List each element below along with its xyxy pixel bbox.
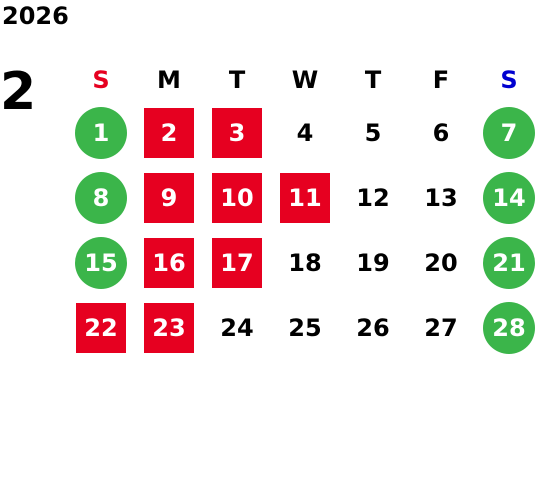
day-18[interactable]: 18 — [288, 248, 322, 277]
day-4[interactable]: 4 — [296, 118, 314, 147]
day-20[interactable]: 20 — [424, 248, 458, 277]
day-7[interactable]: 7 — [483, 106, 535, 159]
day-6[interactable]: 6 — [432, 118, 450, 147]
day-cell: 28 — [475, 295, 543, 360]
day-cell: 21 — [475, 230, 543, 295]
day-cell: 3 — [203, 100, 271, 165]
day-26[interactable]: 26 — [356, 313, 390, 342]
day-16[interactable]: 16 — [144, 237, 194, 288]
day-27[interactable]: 27 — [424, 313, 458, 342]
day-8[interactable]: 8 — [75, 171, 127, 224]
day-cell: 6 — [407, 100, 475, 165]
day-cell: 24 — [203, 295, 271, 360]
day-cell: 26 — [339, 295, 407, 360]
day-15[interactable]: 15 — [75, 236, 127, 289]
weekday-mon: M — [157, 66, 181, 94]
day-cell: 19 — [339, 230, 407, 295]
day-cell: 13 — [407, 165, 475, 230]
day-cell: 16 — [135, 230, 203, 295]
day-1[interactable]: 1 — [75, 106, 127, 159]
day-cell: 1 — [67, 100, 135, 165]
day-5[interactable]: 5 — [364, 118, 382, 147]
day-cell: 27 — [407, 295, 475, 360]
weekday-sat: S — [500, 66, 518, 94]
weekday-wed: W — [291, 66, 319, 94]
day-cell: 11 — [271, 165, 339, 230]
day-cell: 25 — [271, 295, 339, 360]
day-23[interactable]: 23 — [144, 302, 194, 353]
day-cell: 20 — [407, 230, 475, 295]
day-cell: 4 — [271, 100, 339, 165]
day-13[interactable]: 13 — [424, 183, 458, 212]
day-cell: 2 — [135, 100, 203, 165]
day-19[interactable]: 19 — [356, 248, 390, 277]
day-28[interactable]: 28 — [483, 301, 535, 354]
year-label: 2026 — [2, 2, 69, 30]
day-cell: 7 — [475, 100, 543, 165]
weekday-fri: F — [432, 66, 450, 94]
day-12[interactable]: 12 — [356, 183, 390, 212]
day-cell: 8 — [67, 165, 135, 230]
month-label: 2 — [0, 62, 37, 122]
day-cell: 9 — [135, 165, 203, 230]
weekday-tue: T — [228, 66, 246, 94]
day-3[interactable]: 3 — [212, 107, 262, 158]
day-cell: 14 — [475, 165, 543, 230]
day-10[interactable]: 10 — [212, 172, 262, 223]
day-11[interactable]: 11 — [280, 172, 330, 223]
day-cell: 10 — [203, 165, 271, 230]
day-cell: 23 — [135, 295, 203, 360]
day-cell: 5 — [339, 100, 407, 165]
weekday-sun: S — [92, 66, 110, 94]
day-17[interactable]: 17 — [212, 237, 262, 288]
day-21[interactable]: 21 — [483, 236, 535, 289]
day-cell: 18 — [271, 230, 339, 295]
day-cell: 22 — [67, 295, 135, 360]
day-cell: 17 — [203, 230, 271, 295]
day-24[interactable]: 24 — [220, 313, 254, 342]
weekday-thu: T — [364, 66, 382, 94]
day-cell: 15 — [67, 230, 135, 295]
day-9[interactable]: 9 — [144, 172, 194, 223]
day-14[interactable]: 14 — [483, 171, 535, 224]
day-cell: 12 — [339, 165, 407, 230]
day-22[interactable]: 22 — [76, 302, 126, 353]
day-2[interactable]: 2 — [144, 107, 194, 158]
day-25[interactable]: 25 — [288, 313, 322, 342]
